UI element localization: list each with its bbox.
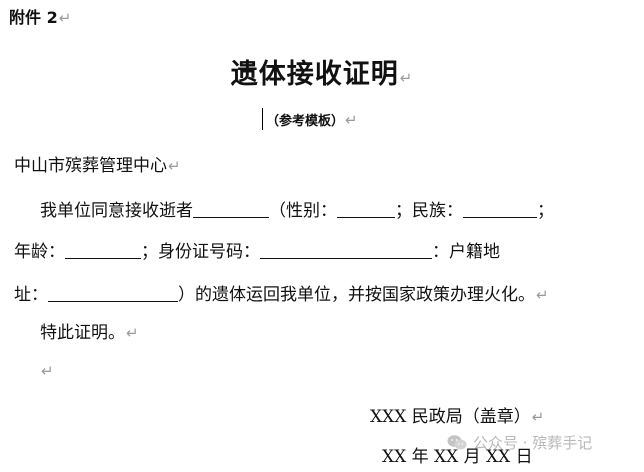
address-blank[interactable]	[48, 285, 178, 302]
paragraph-mark: ↵	[345, 111, 358, 129]
document-title-line: 遗体接收证明↵	[0, 52, 644, 91]
age-label: 年龄：	[14, 242, 65, 262]
id-number-blank[interactable]	[260, 242, 432, 259]
addressee-line: 中山市殡葬管理中心↵	[14, 151, 181, 176]
document-subtitle-line: （参考模板）↵	[262, 108, 358, 130]
gender-label: （性别：	[269, 201, 337, 221]
empty-paragraph-line: ↵	[40, 361, 54, 381]
attachment-label-line: 附件 2↵	[9, 4, 71, 28]
certify-text: 特此证明。	[40, 323, 125, 343]
address-label: 址：	[14, 285, 48, 305]
paragraph-mark: ↵	[58, 9, 72, 27]
paragraph-1-line: 我单位同意接收逝者 （性别： ；民族： ；	[40, 196, 554, 221]
signature-date-line: XX 年 XX 月 XX 日	[382, 442, 533, 467]
paragraph-mark: ↵	[536, 286, 549, 304]
ethnicity-label: ；民族：	[395, 201, 463, 221]
ethnicity-blank[interactable]	[463, 201, 537, 218]
hukou-label: ：户籍地	[432, 242, 500, 262]
wechat-icon	[447, 434, 467, 451]
attachment-label: 附件 2	[9, 8, 58, 27]
age-blank[interactable]	[65, 242, 141, 259]
text-cursor	[262, 108, 263, 130]
document-subtitle: （参考模板）	[266, 114, 345, 129]
paragraph-mark: ↵	[168, 157, 181, 175]
watermark: 公众号 · 殡葬手记	[447, 432, 592, 453]
paragraph-mark: ↵	[41, 362, 54, 380]
id-number-label: ；身份证号码：	[141, 242, 260, 262]
paragraph-mark: ↵	[399, 69, 414, 87]
signature-org: XXX 民政局（盖章）	[370, 407, 531, 427]
paragraph-2-line: 年龄： ；身份证号码： ：户籍地	[14, 237, 500, 262]
para1-text: 我单位同意接收逝者	[40, 201, 193, 221]
paragraph-mark: ↵	[126, 324, 139, 342]
addressee: 中山市殡葬管理中心	[14, 156, 167, 176]
paragraph-4-line: 特此证明。↵	[40, 318, 139, 343]
paragraph-3-line: 址： ）的遗体运回我单位，并按国家政策办理火化。↵	[14, 280, 549, 305]
name-blank[interactable]	[193, 201, 269, 218]
para3-text: ）的遗体运回我单位，并按国家政策办理火化。	[178, 285, 535, 305]
document-title: 遗体接收证明	[230, 59, 399, 90]
signature-org-line: XXX 民政局（盖章）↵	[370, 402, 544, 427]
signature-date: XX 年 XX 月 XX 日	[382, 447, 533, 467]
watermark-text: 公众号 · 殡葬手记	[473, 434, 593, 452]
gender-blank[interactable]	[337, 201, 395, 218]
para1-end: ；	[537, 201, 554, 221]
paragraph-mark: ↵	[531, 408, 545, 426]
